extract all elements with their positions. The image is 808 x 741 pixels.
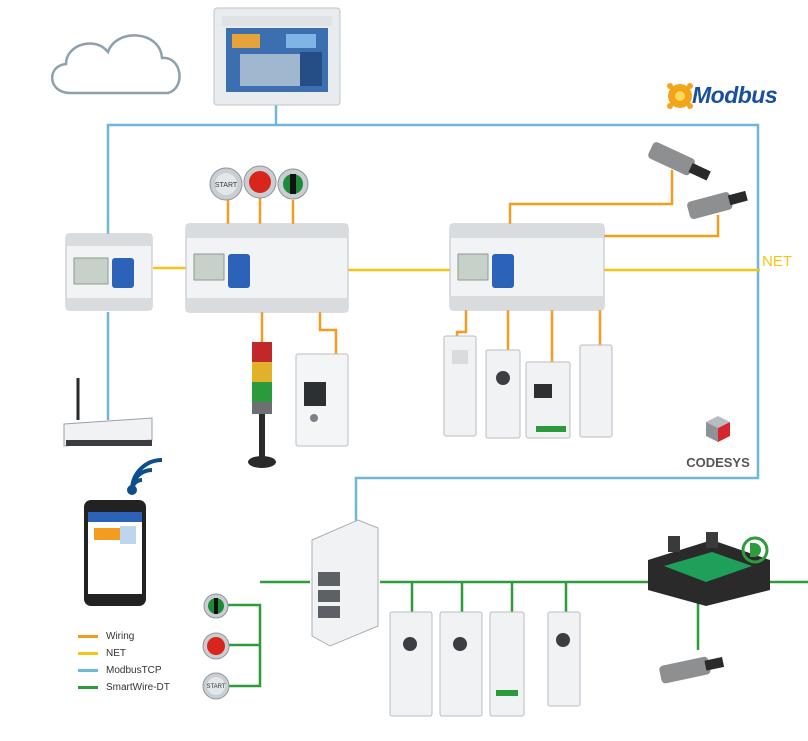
legend-item-wiring: Wiring xyxy=(78,628,218,645)
codesys-logo-text: CODESYS xyxy=(686,455,750,470)
legend: Wiring NET ModbusTCP SmartWire-DT xyxy=(78,628,218,696)
modbus-lines xyxy=(106,104,760,522)
stop-button-red xyxy=(243,165,277,199)
hmi-touch-panel xyxy=(213,7,341,106)
legend-swatch-wiring xyxy=(78,635,98,638)
modbus-logo-icon xyxy=(667,83,693,109)
smartwire-lines xyxy=(225,580,808,688)
io-module xyxy=(648,532,770,606)
legend-label-smartwire: SmartWire-DT xyxy=(106,682,170,693)
wifi-router xyxy=(63,378,153,447)
stop-button-bottom xyxy=(202,632,230,660)
start-bottom-label: START xyxy=(206,684,225,690)
start-top-label: START xyxy=(215,182,238,189)
smartphone xyxy=(84,500,146,606)
smartwire-gateway xyxy=(311,519,379,647)
wiring-lines xyxy=(226,170,720,362)
controller-expansion xyxy=(449,223,605,311)
start-button-top: START xyxy=(209,167,243,201)
modbus-logo: Modbus xyxy=(666,79,794,113)
cloud-icon xyxy=(50,34,181,95)
signal-tower xyxy=(248,342,276,468)
selector-switch-bottom xyxy=(203,593,229,619)
net-line-label: NET xyxy=(762,253,792,270)
frequency-inverter-left xyxy=(295,353,349,447)
start-button-bottom: START xyxy=(202,672,230,700)
modbus-logo-text: Modbus xyxy=(692,82,778,108)
controller-main xyxy=(185,223,349,313)
wifi-signal-icon xyxy=(127,458,163,495)
selector-switch-green xyxy=(277,168,309,200)
controller-left xyxy=(65,233,153,311)
smartwire-d-logo-icon xyxy=(741,536,769,564)
legend-item-smartwire: SmartWire-DT xyxy=(78,679,218,696)
legend-label-modbustcp: ModbusTCP xyxy=(106,665,162,676)
legend-swatch-smartwire xyxy=(78,686,98,689)
proximity-sensor-top xyxy=(648,142,748,220)
proximity-sensor-bottom xyxy=(659,656,725,684)
codesys-logo: CODESYS xyxy=(680,413,756,473)
codesys-logo-icon xyxy=(706,416,730,442)
legend-item-net: NET xyxy=(78,645,218,662)
legend-item-modbustcp: ModbusTCP xyxy=(78,662,218,679)
motor-starters-bottom xyxy=(389,611,581,717)
legend-swatch-modbustcp xyxy=(78,669,98,672)
net-lines xyxy=(153,266,760,272)
motor-starters-top xyxy=(443,335,613,439)
legend-label-wiring: Wiring xyxy=(106,631,135,642)
legend-swatch-net xyxy=(78,652,98,655)
legend-label-net: NET xyxy=(106,648,126,659)
